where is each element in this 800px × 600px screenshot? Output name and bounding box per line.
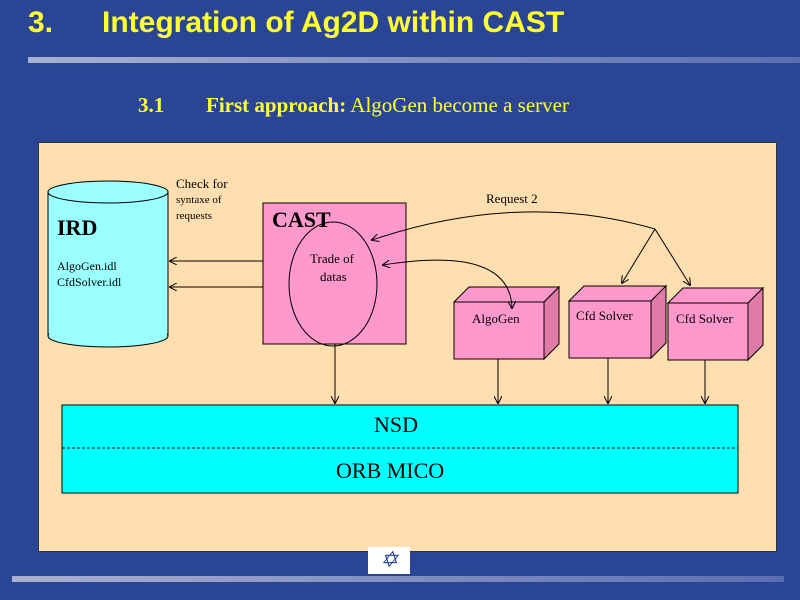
request-arrow-cfd2 <box>654 228 690 285</box>
subsection-title: 3.1 First approach: AlgoGen become a serv… <box>138 93 569 118</box>
subsection-number: 3.1 <box>138 93 165 117</box>
ird-cylinder <box>47 180 169 348</box>
check-note-line1: Check for <box>176 176 228 191</box>
check-note-line2: syntaxe of <box>176 194 222 206</box>
logo-icon: ✡ <box>368 547 410 574</box>
ird-file-algogen: AlgoGen.idl <box>57 259 117 273</box>
title-rule <box>28 57 800 63</box>
request-label: Request 2 <box>486 191 538 206</box>
check-note-line3: requests <box>176 210 213 222</box>
orb-label: ORB MICO <box>336 458 445 483</box>
subsection-rest: AlgoGen become a server <box>346 93 569 117</box>
server-label-cfd-2: Cfd Solver <box>676 311 733 326</box>
bottom-rule <box>12 576 784 582</box>
trade-line2: datas <box>320 269 347 284</box>
server-cube-cfd-1 <box>567 284 668 360</box>
ird-file-cfdsolver: CfdSolver.idl <box>57 275 122 289</box>
ird-label: IRD <box>57 215 98 240</box>
server-label-algogen: AlgoGen <box>472 311 520 326</box>
trade-arrow <box>383 259 512 308</box>
subsection-bold: First approach: <box>206 93 347 117</box>
section-number: 3. <box>28 6 54 39</box>
nsd-label: NSD <box>374 412 419 437</box>
request-arrow-cfd1 <box>622 228 656 283</box>
server-label-cfd-1: Cfd Solver <box>576 308 633 323</box>
cast-label: CAST <box>272 207 331 232</box>
trade-ellipse <box>288 221 378 347</box>
bus-box <box>61 404 739 494</box>
server-cube-cfd-2 <box>666 286 765 362</box>
trade-line1: Trade of <box>310 251 354 266</box>
slide-title: 3. Integration of Ag2D within CAST <box>28 6 564 40</box>
section-title: Integration of Ag2D within CAST <box>102 6 565 39</box>
request-arrow-cast <box>372 211 656 240</box>
